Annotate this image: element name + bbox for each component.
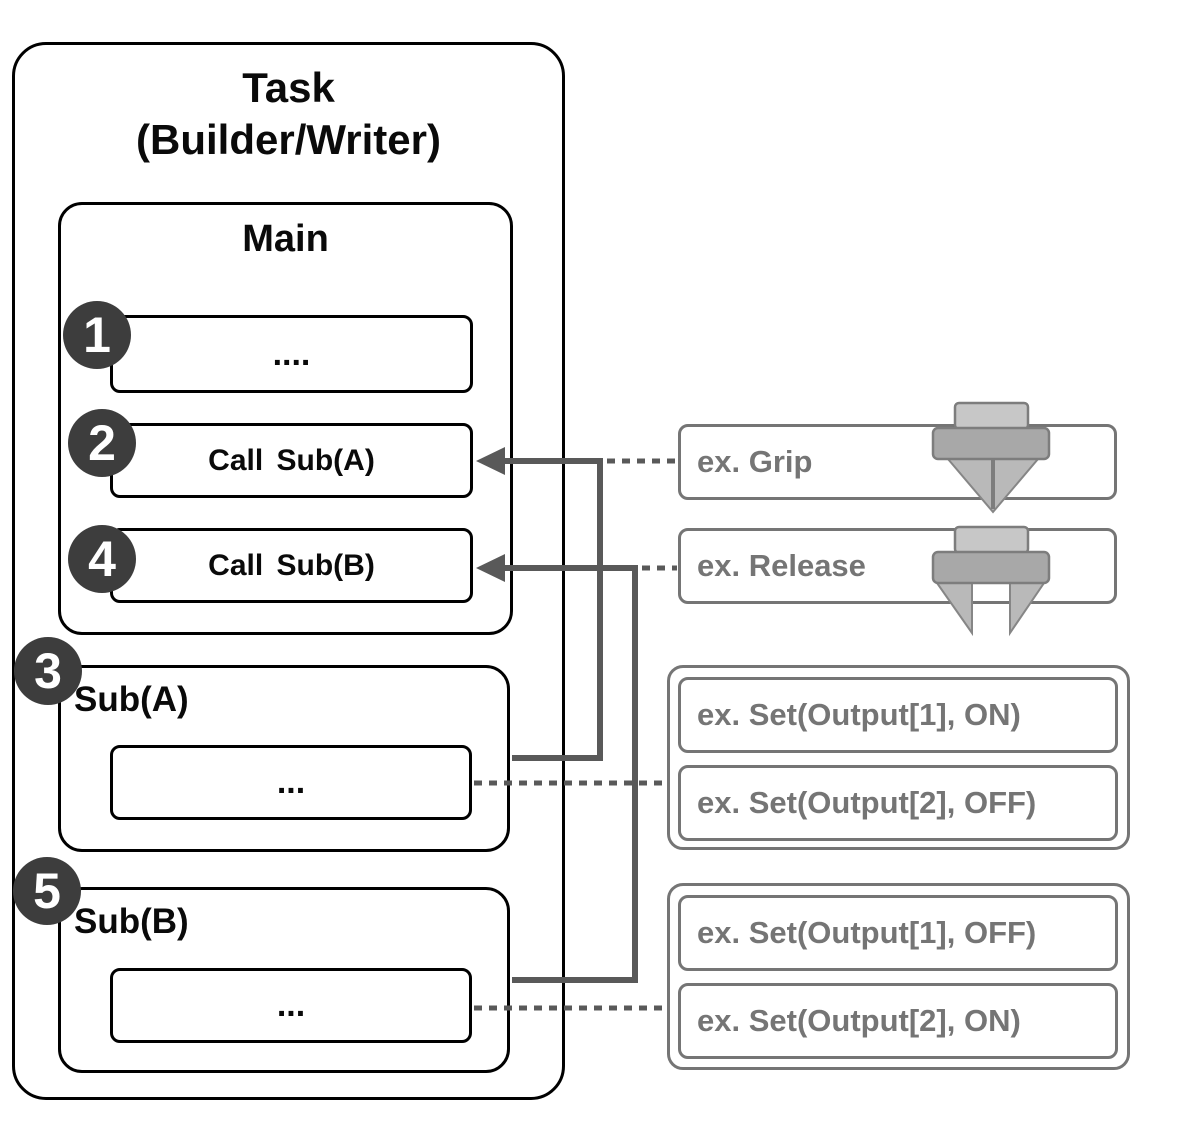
example-set-output1-on-box: ex. Set(Output[1], ON) bbox=[678, 677, 1118, 753]
sub-a-body-label: ... bbox=[276, 763, 306, 801]
main-step-call-sub-b-label: Call Sub(B) bbox=[208, 548, 375, 582]
gripper-open-icon bbox=[931, 525, 1051, 637]
example-set-output1-off-label: ex. Set(Output[1], OFF) bbox=[697, 915, 1037, 950]
gripper-open-right-finger bbox=[1009, 582, 1046, 637]
step-badge-4: 4 bbox=[68, 525, 136, 593]
gripper-closed-top-block bbox=[953, 401, 1030, 431]
example-set-output1-on-label: ex. Set(Output[1], ON) bbox=[697, 697, 1021, 732]
step-badge-2: 2 bbox=[68, 409, 136, 477]
step-badge-1: 1 bbox=[63, 301, 131, 369]
sub-a-body-box: ... bbox=[110, 745, 472, 820]
task-title-line2: (Builder/Writer) bbox=[136, 116, 441, 163]
main-title: Main bbox=[242, 218, 329, 260]
main-step-dots-box: .... bbox=[110, 315, 473, 393]
task-title-line1: Task bbox=[242, 64, 335, 111]
main-step-call-sub-a-label: Call Sub(A) bbox=[208, 443, 375, 477]
example-set-output1-off-box: ex. Set(Output[1], OFF) bbox=[678, 895, 1118, 971]
step-badge-3: 3 bbox=[14, 637, 82, 705]
example-set-output2-off-label: ex. Set(Output[2], OFF) bbox=[697, 785, 1037, 820]
step-badge-5: 5 bbox=[13, 857, 81, 925]
sub-a-title: Sub(A) bbox=[74, 680, 189, 719]
task-title: Task (Builder/Writer) bbox=[12, 62, 565, 166]
example-grip-label: ex. Grip bbox=[697, 444, 813, 479]
sub-b-body-box: ... bbox=[110, 968, 472, 1043]
gripper-open-left-finger bbox=[935, 582, 973, 637]
gripper-closed-body-block bbox=[931, 426, 1051, 461]
sub-b-title: Sub(B) bbox=[74, 902, 189, 941]
gripper-closed-icon bbox=[931, 401, 1051, 514]
example-set-output2-on-box: ex. Set(Output[2], ON) bbox=[678, 983, 1118, 1059]
main-step-call-sub-a-box: Call Sub(A) bbox=[110, 423, 473, 498]
gripper-open-top-block bbox=[953, 525, 1030, 555]
main-step-call-sub-b-box: Call Sub(B) bbox=[110, 528, 473, 603]
example-release-label: ex. Release bbox=[697, 548, 866, 583]
example-set-output2-on-label: ex. Set(Output[2], ON) bbox=[697, 1003, 1021, 1038]
gripper-open-body-block bbox=[931, 550, 1051, 585]
example-set-output2-off-box: ex. Set(Output[2], OFF) bbox=[678, 765, 1118, 841]
main-step-dots-label: .... bbox=[272, 334, 311, 373]
sub-b-body-label: ... bbox=[276, 986, 306, 1024]
